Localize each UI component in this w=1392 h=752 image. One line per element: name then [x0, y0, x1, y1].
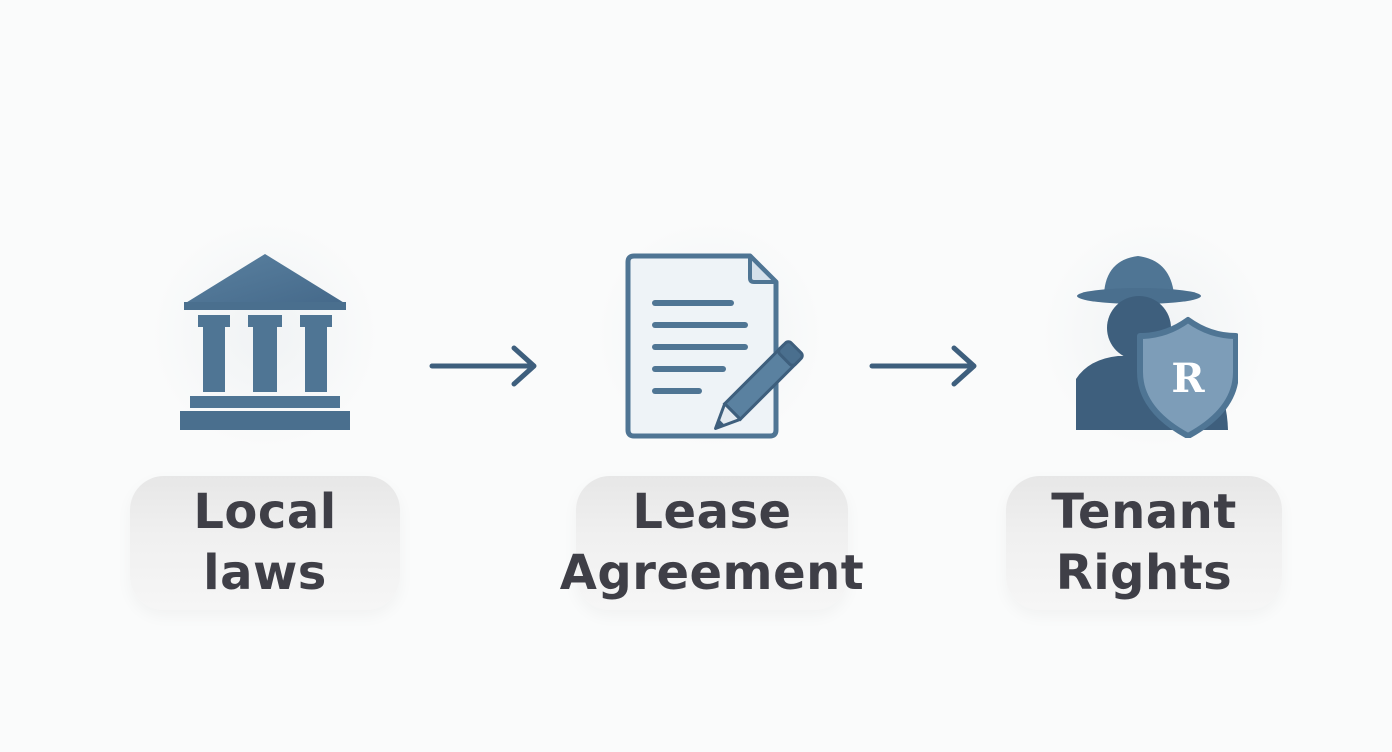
step-label-box: Local laws — [130, 476, 400, 610]
step-label-line: Tenant — [1051, 484, 1237, 540]
step-label-line: laws — [203, 545, 327, 601]
arrow-right-icon — [868, 342, 980, 394]
step-label-line: Agreement — [559, 545, 865, 601]
step-label-box: Lease Agreement — [560, 476, 864, 610]
tenant-shield-icon: R — [1076, 252, 1238, 438]
shield-badge-letter: R — [1171, 355, 1205, 402]
step-label: Tenant Rights — [1051, 482, 1237, 604]
arrow-right-icon — [428, 342, 540, 394]
step-label: Local laws — [193, 482, 336, 604]
courthouse-icon — [176, 252, 354, 434]
step-label-line: Rights — [1055, 545, 1233, 601]
step-label-line: Local — [193, 484, 337, 540]
step-label-box: Tenant Rights — [1006, 476, 1282, 610]
document-pencil-icon — [624, 252, 810, 440]
step-label: Lease Agreement — [560, 482, 864, 604]
step-label-line: Lease — [632, 484, 792, 540]
